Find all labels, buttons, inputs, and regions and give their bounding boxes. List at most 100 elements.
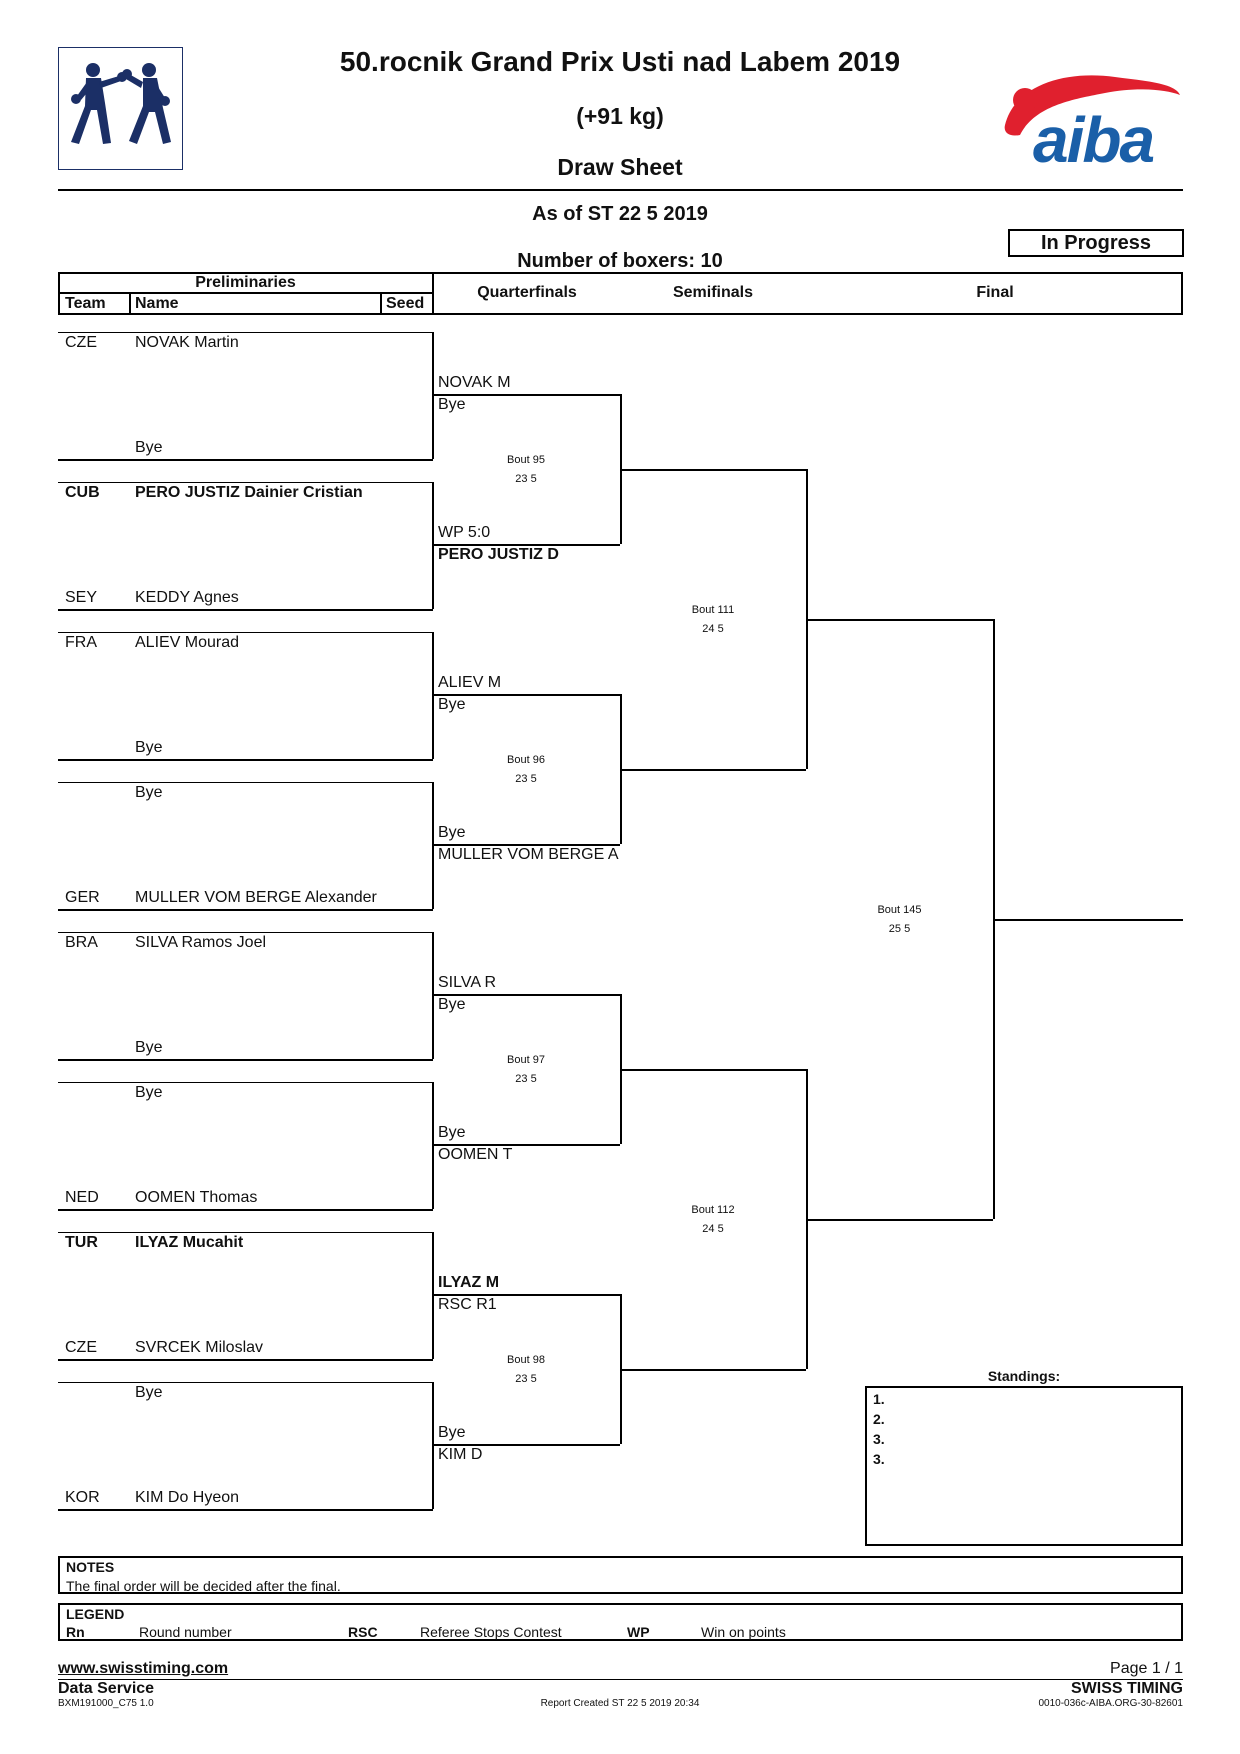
entry-name: ALIEV Mourad: [135, 634, 240, 651]
entry-name: OOMEN Thomas: [135, 1189, 258, 1206]
semifinals-header: Semifinals: [672, 284, 754, 301]
qf-line-top: [432, 694, 620, 696]
qf-bottom-result: Bye: [438, 824, 466, 841]
legend-desc-wp: Win on points: [701, 1624, 786, 1640]
qf-bout: Bout 98: [507, 1354, 545, 1366]
sf-line-top: [620, 469, 806, 471]
header-separator: [432, 272, 434, 315]
sf-line-top: [620, 1069, 806, 1071]
entry-name: MULLER VOM BERGE Alexander: [135, 889, 377, 906]
qf-top-result: Bye: [438, 396, 466, 413]
prelim-line-top: [58, 782, 433, 783]
entry-name: Bye: [135, 1084, 163, 1101]
prelim-line-bottom: [58, 1059, 433, 1061]
qf-line-top: [432, 394, 620, 396]
prelim-line-top: [58, 932, 433, 933]
legend-code-rsc: RSC: [348, 1624, 378, 1640]
legend-box: [58, 1603, 1183, 1641]
qf-bottom-result: WP 5:0: [438, 524, 491, 541]
standing-2: 2.: [873, 1411, 885, 1427]
notes-box: [58, 1556, 1183, 1594]
entry-team: CUB: [65, 484, 100, 501]
prelim-line-bottom: [58, 909, 433, 911]
entry-name: Bye: [135, 739, 163, 756]
qf-bottom-result: Bye: [438, 1424, 466, 1441]
entry-name: PERO JUSTIZ Dainier Cristian: [135, 484, 363, 501]
qf-line-bottom: [432, 844, 620, 846]
qf-top-result: Bye: [438, 996, 466, 1013]
final-bout-date: 25 5: [888, 923, 911, 935]
qf-line-bottom: [432, 1144, 620, 1146]
entry-team: FRA: [65, 634, 97, 651]
standings-title: Standings:: [987, 1368, 1061, 1384]
footer-divider: [58, 1679, 1183, 1680]
quarterfinals-header: Quarterfinals: [477, 284, 577, 301]
entry-team: NED: [65, 1189, 99, 1206]
entry-team: CZE: [65, 334, 97, 351]
winner-line: [993, 919, 1183, 921]
qf-line-top: [432, 994, 620, 996]
page-number: Page 1 / 1: [1110, 1660, 1183, 1677]
legend-desc-rn: Round number: [139, 1624, 232, 1640]
qf-top-name: NOVAK M: [438, 374, 511, 391]
prelim-line-bottom: [58, 459, 433, 461]
name-header: Name: [135, 295, 179, 312]
entry-name: SVRCEK Miloslav: [135, 1339, 264, 1356]
boxer-count: Number of boxers: 10: [517, 250, 723, 272]
entry-team: CZE: [65, 1339, 97, 1356]
sf-line-bottom: [620, 1369, 806, 1371]
status-badge: In Progress: [1008, 229, 1184, 257]
boxing-logo: [58, 47, 183, 170]
standing-1: 1.: [873, 1391, 885, 1407]
qf-top-result: Bye: [438, 696, 466, 713]
qf-bottom-name: OOMEN T: [438, 1146, 513, 1163]
entry-name: KEDDY Agnes: [135, 589, 239, 606]
notes-text: The final order will be decided after th…: [66, 1578, 341, 1594]
prelim-line-bottom: [58, 609, 433, 611]
final-line-top: [806, 619, 993, 621]
legend-desc-rsc: Referee Stops Contest: [420, 1624, 562, 1640]
report-created: Report Created ST 22 5 2019 20:34: [540, 1698, 700, 1709]
prelim-line-top: [58, 482, 433, 483]
report-code: BXM191000_C75 1.0: [58, 1698, 154, 1709]
entry-name: Bye: [135, 439, 163, 456]
qf-line-top: [432, 1294, 620, 1296]
prelim-line-top: [58, 332, 433, 333]
sheet-title: Draw Sheet: [557, 154, 683, 180]
brand-label: SWISS TIMING: [1071, 1680, 1183, 1697]
prelim-line-top: [58, 1232, 433, 1233]
legend-code-rn: Rn: [66, 1624, 85, 1640]
header-divider: [58, 189, 1183, 191]
final-header: Final: [976, 284, 1014, 301]
entry-name: SILVA Ramos Joel: [135, 934, 267, 951]
weight-category: (+91 kg): [576, 103, 664, 129]
preliminaries-header: Preliminaries: [195, 274, 296, 291]
final-line-bottom: [806, 1219, 993, 1221]
qf-bout-date: 23 5: [515, 473, 537, 485]
standing-3b: 3.: [873, 1451, 885, 1467]
prelim-line-bottom: [58, 1359, 433, 1361]
entry-team: TUR: [65, 1234, 98, 1251]
qf-bout-date: 23 5: [515, 1073, 537, 1085]
sf-bout-date: 24 5: [702, 623, 724, 635]
qf-line-bottom: [432, 1444, 620, 1446]
qf-bout-date: 23 5: [515, 1373, 537, 1385]
data-service-label: Data Service: [58, 1680, 155, 1697]
legend-title: LEGEND: [66, 1606, 125, 1622]
standing-3a: 3.: [873, 1431, 885, 1447]
entry-name: KIM Do Hyeon: [135, 1489, 240, 1506]
seed-header: Seed: [386, 295, 425, 312]
website-link[interactable]: www.swisstiming.com: [58, 1660, 229, 1677]
prelim-header-rule: [58, 292, 433, 294]
page-title: 50.rocnik Grand Prix Usti nad Labem 2019: [339, 46, 901, 77]
standings-list: 1. 2. 3. 3.: [873, 1389, 885, 1469]
sf-bout-date: 24 5: [702, 1223, 724, 1235]
prelim-line-bottom: [58, 1509, 433, 1511]
qf-line-bottom: [432, 544, 620, 546]
qf-bout: Bout 96: [507, 754, 545, 766]
entry-name: Bye: [135, 784, 163, 801]
final-bout: Bout 145: [877, 904, 922, 916]
qf-top-name: ALIEV M: [438, 674, 502, 691]
entry-name: ILYAZ Mucahit: [135, 1234, 244, 1251]
team-header: Team: [65, 295, 106, 312]
